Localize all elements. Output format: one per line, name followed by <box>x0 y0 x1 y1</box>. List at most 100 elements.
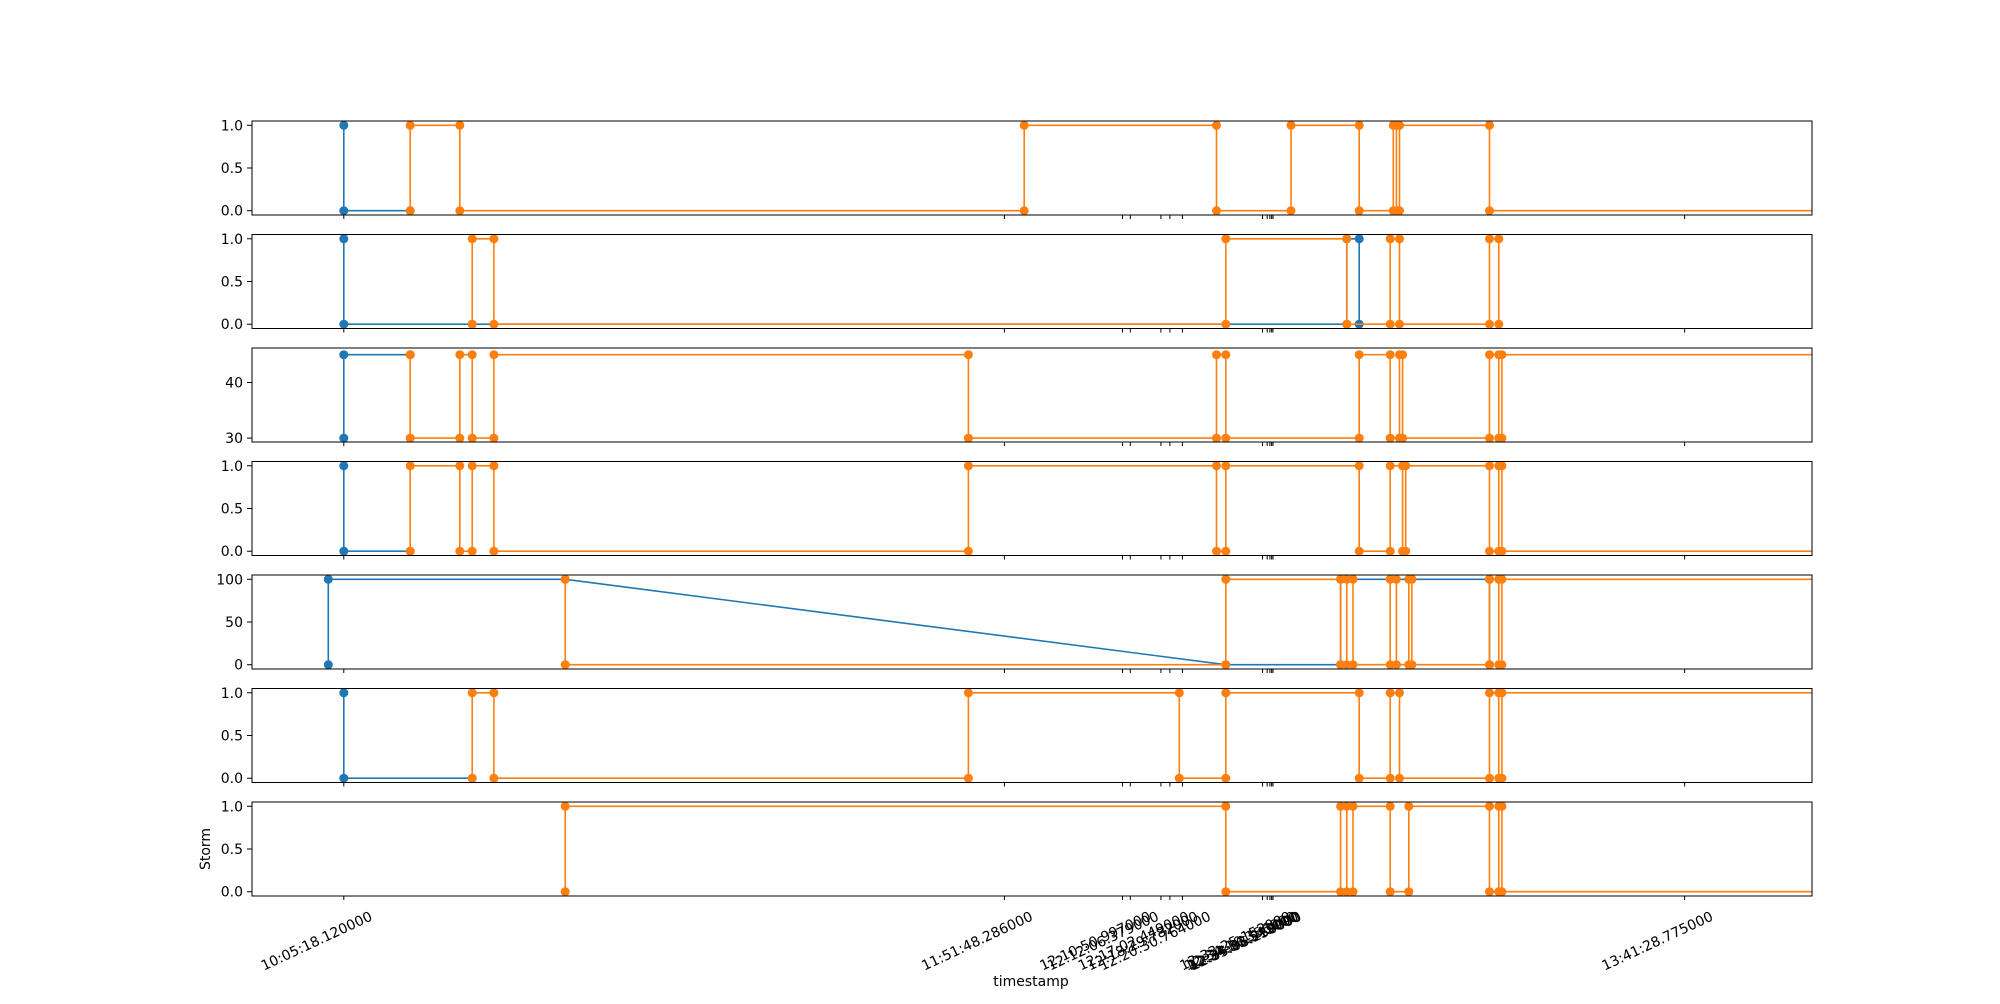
data-point <box>1395 120 1404 130</box>
data-point <box>1212 120 1221 130</box>
data-point <box>1336 801 1346 811</box>
data-point <box>1385 433 1395 443</box>
data-point <box>963 461 973 471</box>
data-point <box>1395 773 1404 783</box>
data-point <box>560 801 570 811</box>
y-tick-label: 0.0 <box>221 885 243 901</box>
data-point <box>1221 461 1231 471</box>
data-point <box>1174 688 1184 698</box>
data-point <box>1354 206 1364 216</box>
data-point <box>1497 546 1507 556</box>
data-point <box>560 887 570 897</box>
data-point <box>1342 574 1352 584</box>
subplot-frame <box>251 234 1813 329</box>
y-tick-label: 100 <box>216 572 243 588</box>
subplot-frame <box>251 688 1813 783</box>
series-line-orange <box>471 238 1500 326</box>
y-tick-label: 1.0 <box>221 232 243 248</box>
data-point <box>1348 660 1358 670</box>
data-point <box>1395 319 1404 329</box>
data-point <box>1221 660 1231 670</box>
data-point <box>1348 801 1358 811</box>
data-point <box>1385 574 1395 584</box>
series-line-orange <box>409 353 1812 439</box>
data-point <box>1497 350 1507 360</box>
data-point <box>963 773 973 783</box>
data-point <box>339 206 349 216</box>
data-point <box>455 120 465 130</box>
subplot-1: 0.00.51.0 <box>221 118 1813 220</box>
data-point <box>1485 660 1494 670</box>
data-point <box>1342 887 1352 897</box>
data-point <box>1336 887 1346 897</box>
data-point <box>1336 660 1346 670</box>
subplot-frame <box>251 801 1813 897</box>
data-point <box>405 350 415 360</box>
data-point <box>1354 688 1364 698</box>
data-point <box>1385 660 1395 670</box>
y-tick-label: 0.5 <box>221 842 243 858</box>
data-point <box>323 574 333 584</box>
data-point <box>1497 574 1507 584</box>
data-point <box>405 206 415 216</box>
data-point <box>339 688 349 698</box>
data-point <box>467 433 477 443</box>
data-point <box>323 660 333 670</box>
data-point <box>1354 350 1364 360</box>
x-axis-label: timestamp <box>993 974 1069 990</box>
y-tick-label: 40 <box>225 375 243 391</box>
data-point <box>467 234 477 244</box>
data-point <box>489 350 499 360</box>
data-point <box>1395 234 1404 244</box>
data-point <box>489 319 499 329</box>
y-tick-label: 0.0 <box>221 204 243 220</box>
data-point <box>1212 461 1221 471</box>
data-point <box>963 546 973 556</box>
y-axis-label: Storm <box>198 828 214 870</box>
data-point <box>1407 660 1417 670</box>
data-point <box>405 546 415 556</box>
data-point <box>339 234 349 244</box>
data-point <box>339 350 349 360</box>
y-tick-label: 1.0 <box>221 799 243 815</box>
data-point <box>1348 574 1358 584</box>
data-point <box>1385 350 1395 360</box>
data-point <box>1342 234 1352 244</box>
subplot-frame <box>251 120 1813 216</box>
data-point <box>489 433 499 443</box>
data-point <box>1174 773 1184 783</box>
y-tick-label: 0.5 <box>221 729 243 745</box>
data-point <box>1485 461 1494 471</box>
data-point <box>339 546 349 556</box>
data-point <box>1385 461 1395 471</box>
data-point <box>1354 433 1364 443</box>
data-point <box>1497 773 1507 783</box>
data-point <box>1221 234 1231 244</box>
subplot-frame <box>251 347 1813 443</box>
data-point <box>489 234 499 244</box>
data-point <box>1385 234 1395 244</box>
data-point <box>467 773 477 783</box>
y-tick-label: 0.0 <box>221 317 243 333</box>
data-point <box>455 350 465 360</box>
data-point <box>1385 887 1395 897</box>
data-point <box>1342 660 1352 670</box>
data-point <box>1485 546 1494 556</box>
data-point <box>1385 319 1395 329</box>
data-point <box>1395 206 1404 216</box>
data-point <box>467 319 477 329</box>
data-point <box>963 433 973 443</box>
data-point <box>1497 433 1507 443</box>
data-point <box>1221 574 1231 584</box>
data-point <box>1385 546 1395 556</box>
data-point <box>489 773 499 783</box>
series-line-orange <box>409 124 1812 212</box>
data-point <box>1286 206 1296 216</box>
data-point <box>1497 688 1507 698</box>
data-point <box>1404 887 1414 897</box>
data-point <box>963 688 973 698</box>
data-point <box>1354 546 1364 556</box>
